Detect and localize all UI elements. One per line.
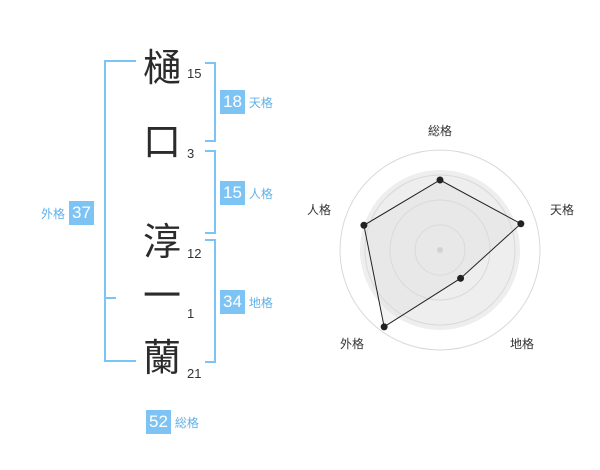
jinkaku-badge: 15 人格 (220, 181, 273, 205)
radar-point-5 (360, 221, 368, 229)
soukaku-badge: 52 総格 (146, 410, 199, 434)
name-char-2: 口 (142, 120, 181, 164)
chikaku-badge: 34 地格 (220, 290, 273, 314)
tenkaku-badge: 18 天格 (220, 90, 273, 114)
chikaku-label: 地格 (248, 295, 273, 310)
radar-label-tenkaku: 天格 (550, 203, 575, 217)
radar-label-soukaku: 総格 (428, 124, 453, 138)
radar-ring (389, 199, 491, 301)
name-char-1: 樋 (142, 46, 181, 90)
soukaku-value: 52 (146, 410, 171, 434)
stroke-count-4: 1 (187, 306, 195, 321)
tenkaku-label: 天格 (248, 95, 273, 110)
gaikaku-label: 外格 (41, 206, 66, 221)
stroke-count-2: 3 (187, 146, 195, 161)
radar-ring (339, 149, 541, 351)
radar-ring (364, 174, 516, 326)
radar-point-3 (457, 274, 465, 282)
radar-center (437, 247, 443, 253)
radar-label-jinkaku: 人格 (307, 203, 332, 217)
radar-point-2 (517, 220, 525, 228)
gaikaku-value: 37 (69, 201, 94, 225)
radar-polygon (363, 179, 522, 328)
soukaku-label: 総格 (174, 415, 199, 430)
tenkaku-value: 18 (220, 90, 245, 114)
radar-point-1 (436, 176, 444, 184)
name-char-4: 一 (142, 274, 181, 318)
name-char-5: 蘭 (142, 336, 181, 380)
jinkaku-bracket (205, 150, 216, 234)
jinkaku-value: 15 (220, 181, 245, 205)
tenkaku-bracket (205, 62, 216, 142)
gaikaku-bracket (104, 60, 136, 362)
radar-point-4 (380, 323, 388, 331)
gaikaku-bracket-tick (104, 297, 116, 299)
jinkaku-label: 人格 (248, 186, 273, 201)
chikaku-value: 34 (220, 290, 245, 314)
chikaku-bracket (205, 239, 216, 363)
stroke-count-5: 21 (187, 366, 202, 381)
radar-label-gaikaku: 外格 (340, 337, 365, 351)
gaikaku-badge: 外格 37 (41, 201, 94, 225)
stroke-count-3: 12 (187, 246, 202, 261)
stroke-count-1: 15 (187, 66, 202, 81)
name-char-3: 淳 (142, 220, 181, 264)
radar-ring (414, 224, 466, 276)
radar-label-chikaku: 地格 (510, 337, 535, 351)
